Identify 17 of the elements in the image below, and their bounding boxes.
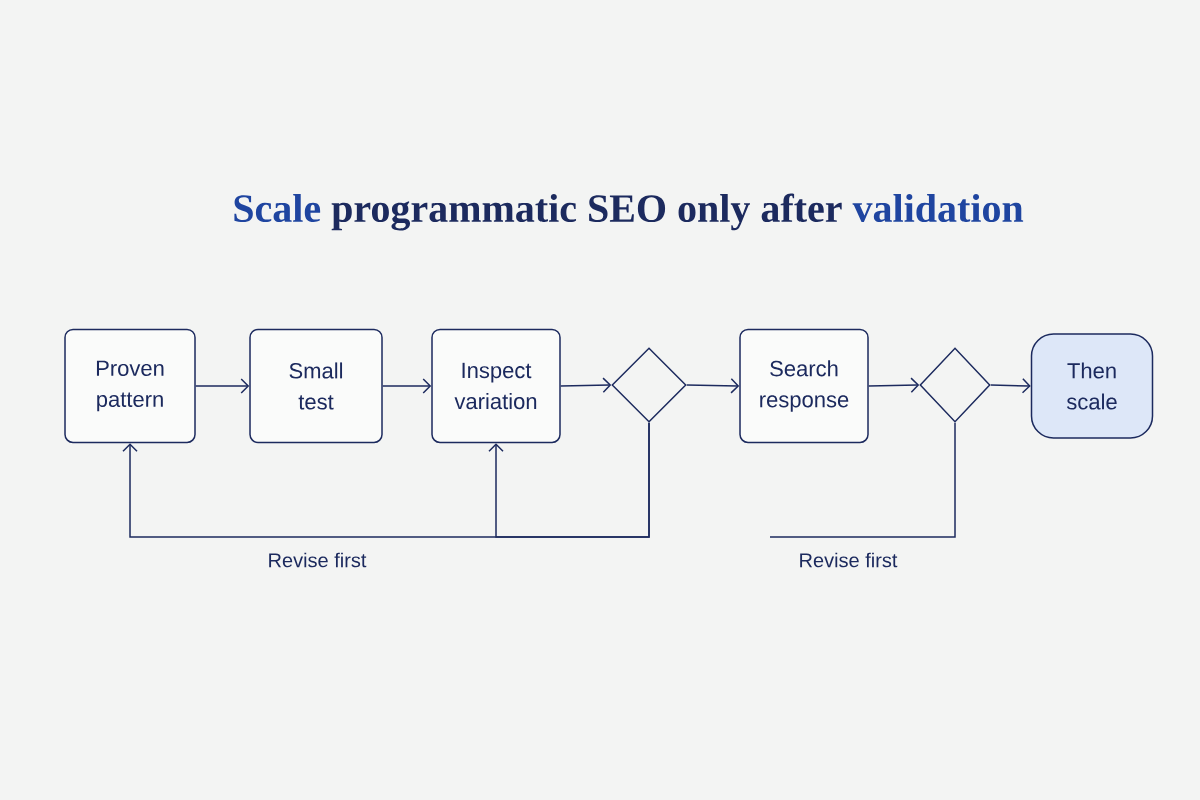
arrow xyxy=(560,377,612,393)
decision-diamond xyxy=(611,347,687,423)
arrow xyxy=(868,377,920,393)
edge-label: Revise first xyxy=(269,552,367,568)
decision-diamond xyxy=(919,347,991,423)
edge-label: Revise first xyxy=(800,552,898,568)
arrow xyxy=(488,422,650,538)
final-box: Then scale xyxy=(1030,333,1154,439)
arrow xyxy=(382,378,432,394)
arrow xyxy=(686,378,740,394)
title: Scale programmatic SEO only after validation xyxy=(234,193,1024,231)
process-box: Search response xyxy=(739,328,869,444)
process-box: Proven pattern xyxy=(64,328,196,444)
process-box: Small test xyxy=(249,328,383,444)
arrow xyxy=(195,378,250,394)
process-box: Inspect variation xyxy=(431,328,561,444)
arrow xyxy=(990,378,1031,394)
